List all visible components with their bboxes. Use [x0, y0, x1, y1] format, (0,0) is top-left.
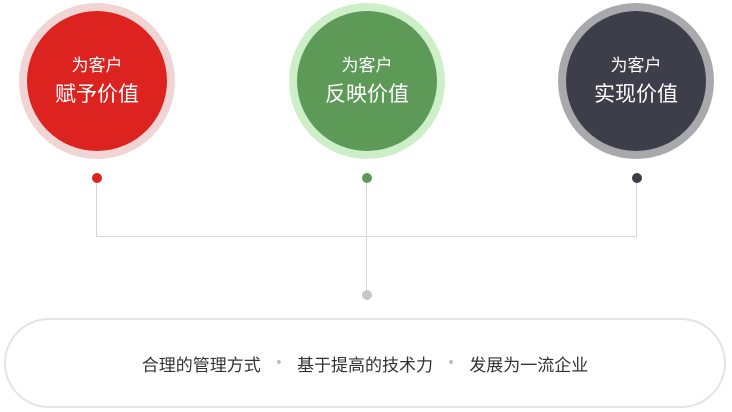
summary-item-management: 合理的管理方式 [141, 355, 261, 376]
node-line2: 赋予价值 [55, 82, 139, 106]
summary-separator: • [274, 355, 283, 371]
connector-center [366, 183, 367, 290]
dot-dark [632, 173, 642, 183]
node-line2: 实现价值 [594, 82, 678, 106]
summary-separator: • [447, 355, 456, 371]
dot-junction [362, 290, 372, 300]
node-realize-value: 为客户 实现价值 [566, 11, 706, 151]
node-line2: 反映价值 [325, 82, 409, 106]
dot-red [92, 173, 102, 183]
node-line1: 为客户 [341, 56, 393, 76]
node-line1: 为客户 [610, 56, 662, 76]
connector-left [96, 183, 97, 236]
node-reflect-value: 为客户 反映价值 [297, 11, 437, 151]
dot-green [362, 173, 372, 183]
summary-item-enterprise: 发展为一流企业 [469, 355, 589, 376]
node-line1: 为客户 [71, 56, 123, 76]
node-give-value: 为客户 赋予价值 [27, 11, 167, 151]
connector-right [636, 183, 637, 236]
summary-item-technology: 基于提高的技术力 [297, 355, 433, 376]
summary-box: 合理的管理方式 • 基于提高的技术力 • 发展为一流企业 [4, 318, 726, 408]
